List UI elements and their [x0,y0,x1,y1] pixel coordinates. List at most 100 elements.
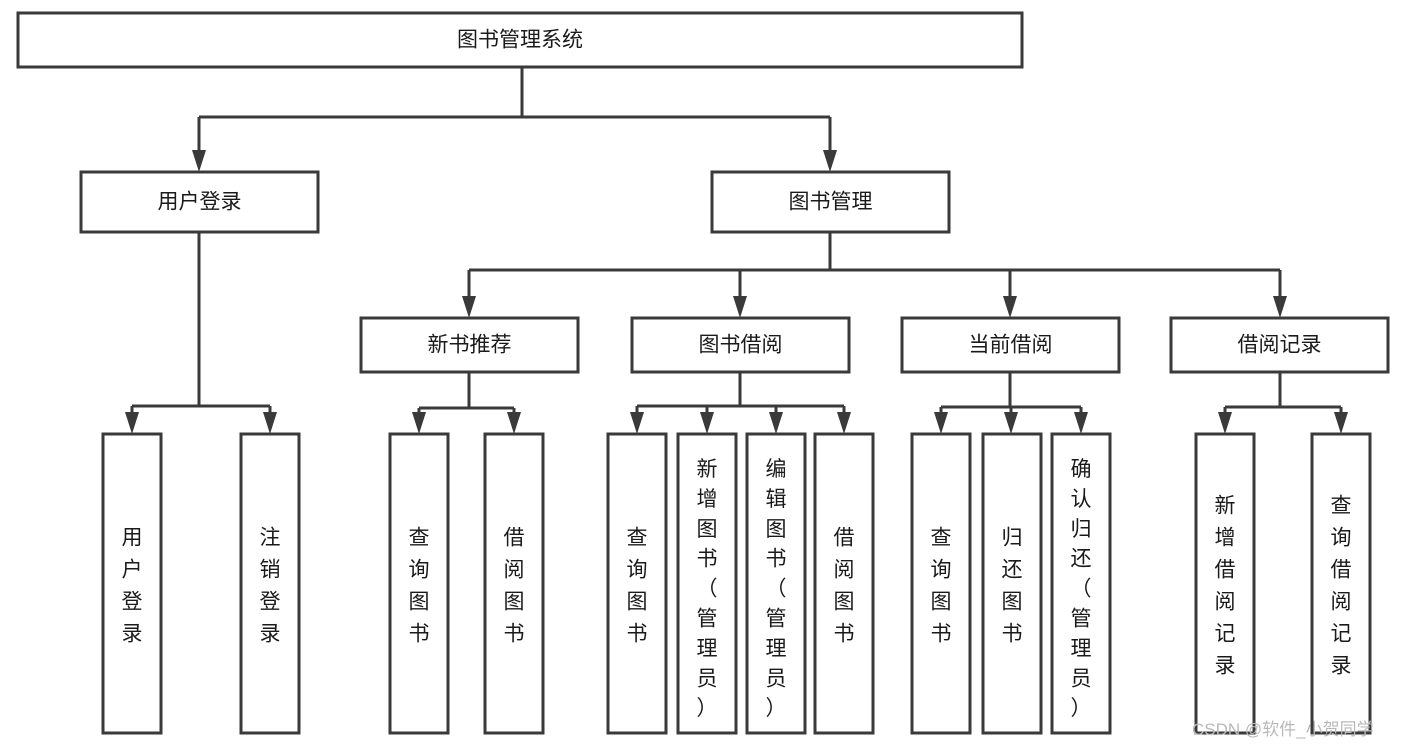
node-box-leaf-borrow-book-2[interactable] [813,432,875,735]
arrow-head-icon-1 [1334,412,1348,434]
node-label-char: 阅 [1331,590,1352,613]
node-book-borrow[interactable]: 图书借阅 [630,316,851,374]
arrow-head-icon-3 [1273,296,1287,318]
node-box-book-manage[interactable] [710,170,951,234]
node-user-login[interactable]: 用户登录 [79,170,320,234]
node-label-char: 记 [1215,622,1236,645]
node-box-leaf-confirm-return[interactable] [1050,432,1112,735]
node-label-char: 销 [260,558,281,581]
node-label-new-book-rec: 新书推荐 [428,334,512,357]
node-label-char: 理 [766,637,787,660]
node-leaf-add-record[interactable]: 新增借阅记录新增借阅记录 [1194,432,1256,735]
node-leaf-borrow-book-2[interactable]: 借阅图书借阅图书 [813,432,875,735]
node-label-char: 还 [1071,548,1092,571]
node-label-char: 查 [409,526,430,549]
node-leaf-query-book-1[interactable]: 查询图书查询图书 [388,432,450,735]
node-label-char: 借 [1215,558,1236,581]
node-box-leaf-edit-book[interactable] [745,432,807,735]
arrow-head-icon-1 [700,412,714,434]
node-label-char: （ [766,578,787,601]
node-box-leaf-query-book-2[interactable] [606,432,668,735]
arrow-head-icon-0 [412,412,426,434]
node-box-leaf-user-logout[interactable] [239,432,301,735]
arrow-head-icon-1 [507,412,521,434]
node-label-char: 员 [697,667,718,690]
node-label-char: 录 [1331,654,1352,677]
node-box-leaf-add-book[interactable] [676,432,738,735]
connector-book-manage-to-level3 [462,232,1287,318]
node-box-current-borrow[interactable] [900,316,1121,374]
node-label-char: 用 [122,526,143,549]
node-box-leaf-query-book-1[interactable] [388,432,450,735]
node-label-char: 理 [697,637,718,660]
node-box-leaf-return-book[interactable] [981,432,1043,735]
node-leaf-query-book-2[interactable]: 查询图书查询图书 [606,432,668,735]
node-leaf-user-login[interactable]: 用户登录用户登录 [101,432,163,735]
node-leaf-query-record[interactable]: 查询借阅记录查询借阅记录 [1310,432,1372,735]
node-new-book-rec[interactable]: 新书推荐 [359,316,580,374]
node-label-char: 图 [766,518,787,541]
node-label-char: （ [697,578,718,601]
arrow-head-icon-1 [1004,412,1018,434]
arrow-head-icon-3 [837,412,851,434]
node-label-char: 归 [1002,526,1023,549]
connector-root-to-level2 [192,67,837,172]
connector-current-borrow-to-leaves [934,372,1088,434]
node-book-manage[interactable]: 图书管理 [710,170,951,234]
node-box-root[interactable] [16,11,1024,69]
node-label-char: 登 [122,590,143,613]
node-label-char: 查 [627,526,648,549]
nodes-layer: 图书管理系统用户登录图书管理新书推荐图书借阅当前借阅借阅记录用户登录用户登录注销… [16,11,1390,735]
arrow-head-icon-1 [263,412,277,434]
node-box-borrow-record[interactable] [1169,316,1390,374]
node-label-char: 管 [1071,607,1092,630]
node-box-leaf-user-login[interactable] [101,432,163,735]
node-label-char: 图 [931,590,952,613]
node-leaf-user-logout[interactable]: 注销登录注销登录 [239,432,301,735]
node-leaf-borrow-book-1[interactable]: 借阅图书借阅图书 [483,432,545,735]
node-label-char: 询 [1331,526,1352,549]
node-label-char: 管 [766,607,787,630]
arrow-head-icon-1 [823,150,837,172]
node-box-leaf-query-book-3[interactable] [910,432,972,735]
node-label-char: 阅 [1215,590,1236,613]
node-label-char: 阅 [504,558,525,581]
arrow-head-icon-0 [125,412,139,434]
node-label-char: 登 [260,590,281,613]
node-box-leaf-borrow-book-1[interactable] [483,432,545,735]
node-label-char: 图 [409,590,430,613]
node-box-new-book-rec[interactable] [359,316,580,374]
node-label-book-manage: 图书管理 [789,191,873,214]
node-box-leaf-add-record[interactable] [1194,432,1256,735]
node-leaf-return-book[interactable]: 归还图书归还图书 [981,432,1043,735]
node-leaf-query-book-3[interactable]: 查询图书查询图书 [910,432,972,735]
node-label-char: 录 [122,622,143,645]
node-borrow-record[interactable]: 借阅记录 [1169,316,1390,374]
node-current-borrow[interactable]: 当前借阅 [900,316,1121,374]
node-box-book-borrow[interactable] [630,316,851,374]
node-box-user-login[interactable] [79,170,320,234]
node-label-char: 户 [122,558,143,581]
arrow-head-icon-0 [1218,412,1232,434]
node-label-char: 录 [1215,654,1236,677]
node-label-char: 阅 [834,558,855,581]
node-label-char: 查 [931,526,952,549]
node-root[interactable]: 图书管理系统 [16,11,1024,69]
connector-new-book-rec-to-leaves [412,372,521,434]
arrow-head-icon-0 [630,412,644,434]
node-label-current-borrow: 当前借阅 [969,334,1053,357]
node-label-root: 图书管理系统 [457,29,583,52]
arrow-head-icon-1 [733,296,747,318]
node-label-char: 管 [697,607,718,630]
node-label-char: 书 [504,622,525,645]
node-label-char: 书 [931,622,952,645]
node-label-char: 书 [1002,622,1023,645]
node-label-char: 新 [1215,494,1236,517]
arrow-head-icon-0 [462,296,476,318]
node-label-char: 确 [1071,458,1092,481]
node-box-leaf-query-record[interactable] [1310,432,1372,735]
